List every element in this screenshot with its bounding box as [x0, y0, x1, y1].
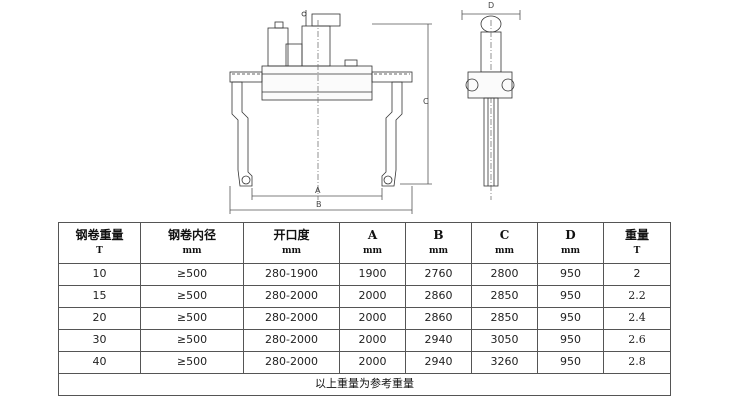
- table-cell: ≥500: [140, 307, 244, 330]
- right-leg: [381, 81, 403, 187]
- table-cell: 10: [58, 263, 141, 286]
- table-cell: 2000: [339, 351, 406, 374]
- table-cell: 2.2: [603, 285, 671, 308]
- side-gear-housing: [467, 71, 513, 99]
- dimension-b-label: B: [316, 200, 322, 209]
- table-row: 30 ≥500 280-2000 2000 2940 3050 950 2.6: [58, 329, 671, 352]
- note-row: 以上重量为参考重量: [58, 373, 671, 396]
- table-row: 40 ≥500 280-2000 2000 2940 3260 950 2.8: [58, 351, 671, 374]
- right-arm: [371, 71, 413, 83]
- front-view: [229, 10, 432, 214]
- table-cell: 280-2000: [243, 307, 340, 330]
- table-cell: 2850: [471, 285, 538, 308]
- table-cell: 40: [58, 351, 141, 374]
- footnote: 以上重量为参考重量: [58, 373, 671, 396]
- dimension-a-label: A: [315, 186, 321, 195]
- drawing-svg: C A B D: [229, 1, 521, 214]
- lifting-eye: [311, 13, 341, 27]
- table-row: 10 ≥500 280-1900 1900 2760 2800 950 2: [58, 263, 671, 286]
- table-cell: 3260: [471, 351, 538, 374]
- table-cell: 950: [537, 263, 604, 286]
- table-cell: 15: [58, 285, 141, 308]
- left-arm: [229, 71, 263, 83]
- table-cell: 3050: [471, 329, 538, 352]
- table-cell: 950: [537, 307, 604, 330]
- table-cell: 2000: [339, 329, 406, 352]
- table-cell: 950: [537, 351, 604, 374]
- table-cell: 30: [58, 329, 141, 352]
- table-cell: 950: [537, 329, 604, 352]
- table-cell: 20: [58, 307, 141, 330]
- dimension-c-label: C: [423, 97, 429, 106]
- technical-drawing: C A B D: [229, 1, 521, 214]
- table-cell: 2: [603, 263, 671, 286]
- table-cell: 2860: [405, 307, 472, 330]
- dimension-d-label: D: [488, 1, 494, 10]
- table-cell: ≥500: [140, 351, 244, 374]
- motor-block: [267, 27, 289, 67]
- table-cell: ≥500: [140, 263, 244, 286]
- table-cell: 2.4: [603, 307, 671, 330]
- table-cell: 2000: [339, 307, 406, 330]
- table-cell: 2850: [471, 307, 538, 330]
- table-cell: 280-1900: [243, 263, 340, 286]
- table-row: 15 ≥500 280-2000 2000 2860 2850 950 2.2: [58, 285, 671, 308]
- table-cell: 1900: [339, 263, 406, 286]
- table-cell: ≥500: [140, 329, 244, 352]
- gearbox: [301, 25, 331, 67]
- beam-body: [261, 65, 373, 101]
- table-cell: 280-2000: [243, 329, 340, 352]
- table-cell: 2000: [339, 285, 406, 308]
- table-cell: 2940: [405, 351, 472, 374]
- table-cell: 280-2000: [243, 351, 340, 374]
- table-cell: 2.6: [603, 329, 671, 352]
- table-row: 20 ≥500 280-2000 2000 2860 2850 950 2.4: [58, 307, 671, 330]
- side-view: [461, 10, 521, 200]
- table-cell: 2.8: [603, 351, 671, 374]
- table-cell: 2800: [471, 263, 538, 286]
- table-cell: 2760: [405, 263, 472, 286]
- table-cell: 950: [537, 285, 604, 308]
- left-leg: [231, 81, 253, 187]
- table-cell: 280-2000: [243, 285, 340, 308]
- table-cell: 2940: [405, 329, 472, 352]
- table-cell: 2860: [405, 285, 472, 308]
- table-cell: ≥500: [140, 285, 244, 308]
- side-leg: [483, 97, 499, 187]
